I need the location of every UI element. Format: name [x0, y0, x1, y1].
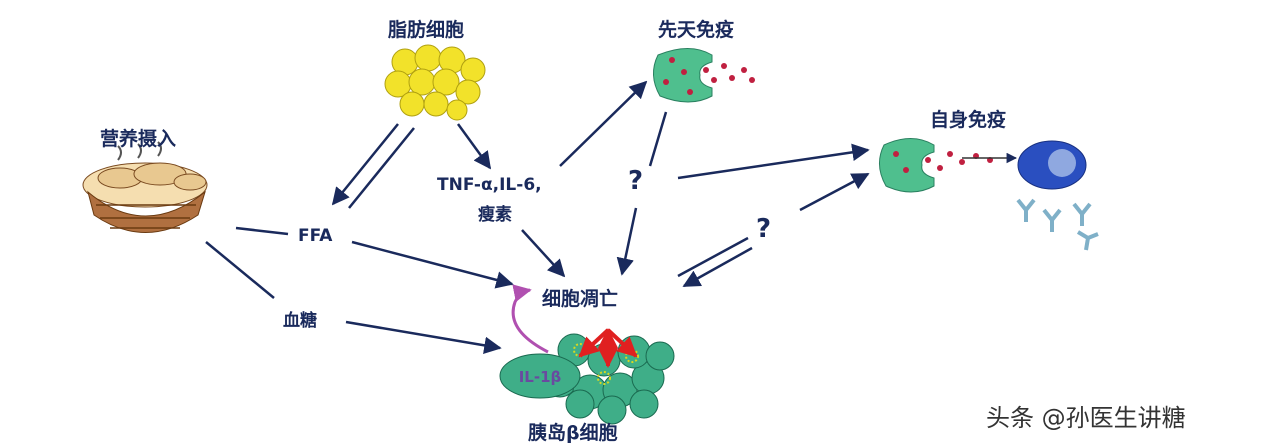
apoptosis-label: 细胞凋亡 — [542, 288, 619, 310]
question-mark-lower: ? — [756, 214, 772, 244]
innate-immunity-label: 先天免疫 — [658, 19, 735, 41]
arrow-adipocyte-to-ffa-2 — [348, 127, 415, 209]
bread-basket-image — [82, 141, 208, 233]
arrow-cytokines-to-apoptosis — [521, 229, 566, 278]
blood-glucose-label: 血糖 — [283, 311, 317, 331]
autoimmune-cells-image — [879, 138, 1099, 251]
pathway-arrows — [205, 80, 870, 355]
ffa-label: FFA — [298, 226, 333, 246]
arrow-question-to-autoimmune — [677, 143, 870, 180]
il1b-feedback-arrow — [511, 284, 549, 354]
adipocyte-label: 脂肪细胞 — [388, 19, 465, 41]
question-mark-upper: ? — [628, 166, 644, 196]
il1b-label: IL-1β — [519, 368, 562, 386]
adipocyte-cluster-image — [384, 44, 486, 121]
arrow-autoimmune-to-question — [799, 172, 870, 212]
innate-immune-cell-image — [653, 48, 755, 103]
arrow-question-to-apoptosis-2 — [682, 246, 753, 288]
autoimmunity-label: 自身免疫 — [930, 109, 1007, 131]
arrow-basket-to-glucose — [205, 241, 275, 299]
arrow-question-to-apoptosis-1 — [677, 236, 749, 278]
arrow-innate-to-apoptosis-upper — [648, 111, 668, 167]
arrow-ffa-to-apoptosis — [351, 240, 514, 289]
arrow-glucose-to-beta — [345, 320, 502, 355]
arrow-adipocyte-to-cytokines — [456, 123, 492, 170]
cytokines-label-line1: TNF-α,IL-6, — [437, 175, 542, 195]
arrow-basket-to-ffa — [235, 226, 289, 236]
arrow-adipocyte-to-ffa-1 — [331, 123, 399, 206]
arrow-cytokines-to-innate — [559, 80, 648, 167]
watermark: 头条 @孙医生讲糖 — [986, 404, 1186, 432]
cytokines-label-line2: 瘦素 — [478, 205, 512, 225]
beta-cell-label: 胰岛β细胞 — [528, 422, 618, 444]
apoptosis-arrows — [578, 328, 638, 368]
nutrition-intake-label: 营养摄入 — [100, 128, 177, 150]
arrow-innate-to-apoptosis-lower — [616, 207, 638, 276]
